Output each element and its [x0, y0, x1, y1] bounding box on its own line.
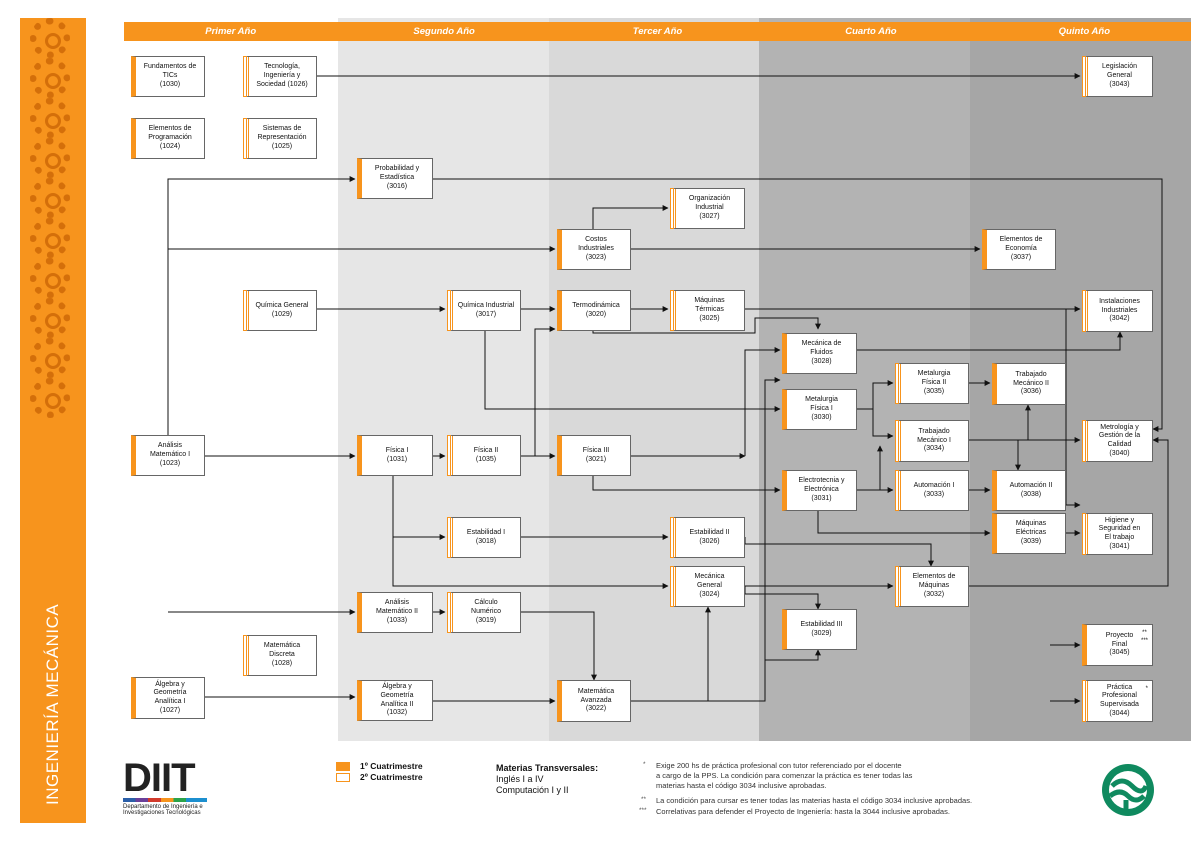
course-3043: Legislación General (3043)	[1082, 56, 1153, 97]
course-1026: Tecnología, Ingeniería y Sociedad (1026)	[243, 56, 317, 97]
year-label: Segundo Año	[413, 26, 475, 37]
year-header-bar: Primer Año Segundo Año Tercer Año Cuarto…	[124, 22, 1191, 41]
gear-icon	[30, 138, 70, 178]
course-3034: Trabajado Mecánico I (3034)	[895, 420, 969, 462]
course-3027: Organización Industrial (3027)	[670, 188, 745, 229]
course-3026: Estabilidad II (3026)	[670, 517, 745, 558]
course-3025: Máquinas Térmicas (3025)	[670, 290, 745, 331]
gear-icon	[30, 258, 70, 298]
course-3040: Metrología y Gestión de la Calidad (3040…	[1082, 420, 1153, 462]
gear-icon	[30, 98, 70, 138]
course-3044: Práctica Profesional Supervisada (3044) …	[1082, 680, 1153, 722]
course-1025: Sistemas de Representación (1025)	[243, 118, 317, 159]
course-1035: Física II (1035)	[447, 435, 521, 476]
gear-icon	[30, 338, 70, 378]
course-3029: Estabilidad III (3029)	[782, 609, 857, 650]
course-3018: Estabilidad I (3018)	[447, 517, 521, 558]
legend-swatch-first	[336, 762, 350, 771]
course-1033: Análisis Matemático II (1033)	[357, 592, 433, 633]
course-3021: Física III (3021)	[557, 435, 631, 476]
note-mark-2: **	[641, 796, 647, 803]
gear-icon	[30, 218, 70, 258]
sidebar: INGENIERÍA MECÁNICA	[20, 18, 86, 823]
university-logo-icon	[1102, 764, 1154, 816]
year-label: Quinto Año	[1058, 26, 1110, 37]
course-1030: Fundamentos de TICs (1030)	[131, 56, 205, 97]
legend-swatch-second	[336, 773, 350, 782]
column-year-3	[549, 18, 759, 741]
course-3035: Metalurgia Física II (3035)	[895, 363, 969, 404]
transversal-title: Materias Transversales:	[496, 763, 599, 773]
course-3031: Electrotecnia y Electrónica (3031)	[782, 470, 857, 511]
diit-color-strip	[123, 798, 207, 802]
course-3032: Elementos de Máquinas (3032)	[895, 566, 969, 607]
course-3039: Máquinas Eléctricas (3039)	[992, 513, 1066, 554]
course-3033: Automación I (3033)	[895, 470, 969, 511]
diit-acronym: DIIT	[123, 756, 196, 800]
diit-subtitle-2: Investigaciones Tecnológicas	[123, 810, 201, 816]
year-label: Primer Año	[205, 26, 257, 37]
course-3041: Higiene y Seguridad en El trabajo (3041)	[1082, 513, 1153, 555]
course-3036: Trabajado Mecánico II (3036)	[992, 363, 1066, 405]
note-text-3: Correlativas para defender el Proyecto d…	[656, 807, 950, 816]
course-1028: Matemática Discreta (1028)	[243, 635, 317, 676]
course-1023: Análisis Matemático I (1023)	[131, 435, 205, 476]
year-label: Tercer Año	[632, 26, 683, 37]
course-3017: Química Industrial (3017)	[447, 290, 521, 331]
course-3045: Proyecto Final (3045) ** ***	[1082, 624, 1153, 666]
gear-icon	[30, 298, 70, 338]
legend-second: 2º Cuatrimestre	[360, 772, 423, 782]
gear-icon	[30, 378, 70, 418]
course-3042: Instalaciones Industriales (3042)	[1082, 290, 1153, 332]
note-mark-3: ***	[639, 807, 647, 814]
course-1029: Química General (1029)	[243, 290, 317, 331]
gear-icon	[30, 178, 70, 218]
course-3038: Automación II (3038)	[992, 470, 1066, 511]
course-1031: Física I (1031)	[357, 435, 433, 476]
transversal-line-1: Inglés I a IV	[496, 774, 544, 784]
course-1032: Álgebra y Geometría Analítica II (1032)	[357, 680, 433, 721]
course-3044-label: Práctica Profesional Supervisada (3044)	[1100, 683, 1139, 717]
year-label: Cuarto Año	[845, 26, 897, 37]
course-1027: Álgebra y Geometría Analítica I (1027)	[131, 677, 205, 719]
transversal-line-2: Computación I y II	[496, 785, 569, 795]
course-3037: Elementos de Economía (3037)	[982, 229, 1056, 270]
course-3030: Metalurgia Física I (3030)	[782, 389, 857, 430]
course-3022: Matemática Avanzada (3022)	[557, 680, 631, 722]
course-3045-label: Proyecto Final (3045)	[1105, 631, 1134, 657]
course-3016: Probabilidad y Estadística (3016)	[357, 158, 433, 199]
course-3024: Mecánica General (3024)	[670, 566, 745, 607]
note-mark-1: *	[643, 761, 646, 768]
course-3028: Mecánica de Fluidos (3028)	[782, 333, 857, 374]
course-3019: Cálculo Numérico (3019)	[447, 592, 521, 633]
note-text-1: Exige 200 hs de práctica profesional con…	[656, 761, 913, 790]
course-1024: Elementos de Programación (1024)	[131, 118, 205, 159]
course-3044-mark: *	[1145, 686, 1148, 692]
gear-icon	[30, 58, 70, 98]
course-3023: Costos Industriales (3023)	[557, 229, 631, 270]
gear-icon	[30, 18, 70, 58]
legend-first: 1º Cuatrimestre	[360, 761, 423, 771]
diit-subtitle-1: Departamento de Ingeniería e	[123, 804, 203, 810]
note-text-2: La condición para cursar es tener todas …	[656, 796, 973, 805]
diit-logo: DIIT Departamento de Ingeniería e Invest…	[123, 756, 218, 822]
course-3020: Termodinámica (3020)	[557, 290, 631, 331]
course-3045-mark: ** ***	[1140, 630, 1148, 644]
